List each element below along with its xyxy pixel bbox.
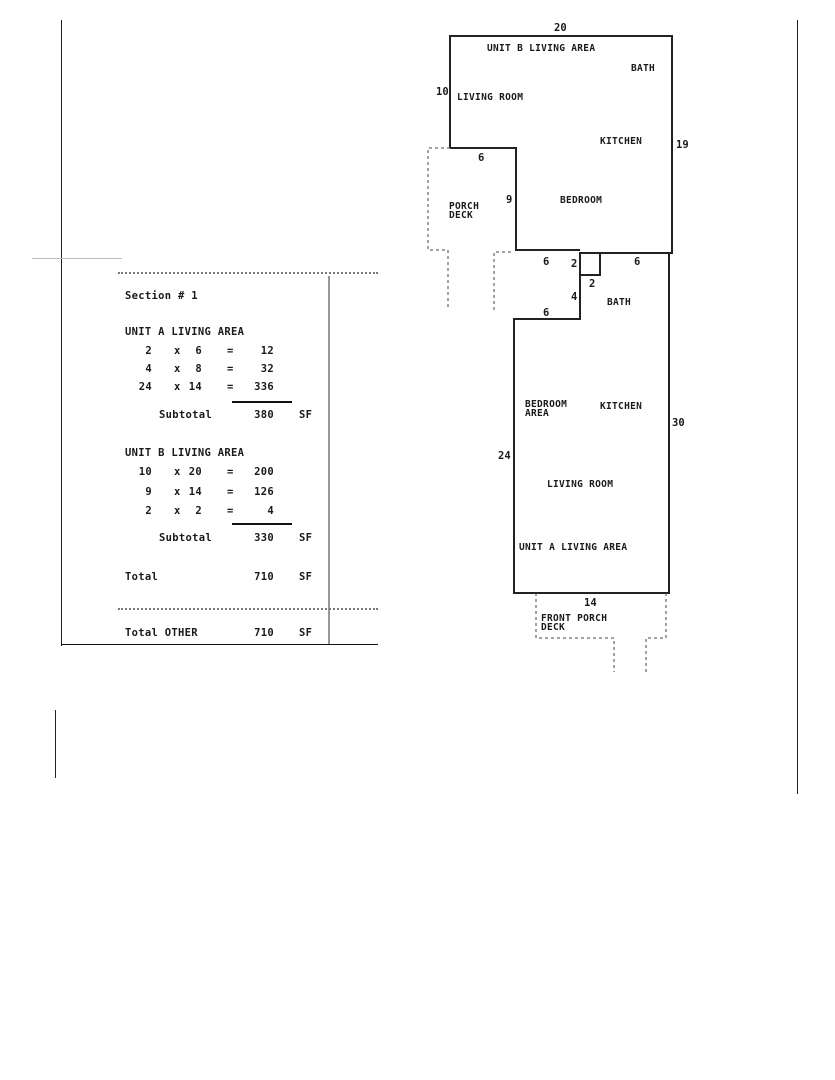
total-unit: SF [299,571,313,583]
row-equals: = [227,381,234,393]
living-room-b-label: LIVING ROOM [457,92,524,103]
bath-b-label: BATH [631,63,656,74]
row-depth: 14 [188,381,202,393]
row-width: 2 [145,345,152,357]
row-equals: = [227,505,234,517]
porch-deck-step [493,251,514,310]
porch-deck-label: PORCH DECK [449,201,480,221]
unit-b-area-label: UNIT B LIVING AREA [487,43,596,54]
living-room-a-label: LIVING ROOM [547,479,614,490]
row-width: 4 [145,363,152,375]
row-depth: 2 [195,505,202,517]
bedroom-b-label: BEDROOM [560,195,603,206]
dimension-right-top: 19 [676,139,689,151]
row-area: 200 [254,466,274,478]
unit-b-subtotal-label: Subtotal [159,532,212,544]
front-porch-deck-label: FRONT PORCH DECK [541,613,608,633]
unit-b-heading: UNIT B LIVING AREA [125,447,245,459]
row-area: 32 [260,363,274,375]
frame-line-mid [32,258,122,259]
dimension-mid-6c: 6 [543,307,550,319]
unit-a-subtotal-value: 380 [254,409,274,421]
dimension-bottom: 14 [584,597,597,609]
row-times: x [174,466,181,478]
front-porch-outline [535,593,615,672]
dimension-mid-6a: 6 [543,256,550,268]
row-times: x [174,486,181,498]
row-times: x [174,345,181,357]
unit-b-subtotal-rule [232,523,292,525]
unit-a-subtotal-label: Subtotal [159,409,212,421]
frame-line-right [797,20,798,794]
dimension-right-bottom: 30 [672,417,685,429]
row-times: x [174,381,181,393]
kitchen-b-label: KITCHEN [600,136,643,147]
dimension-mid-4: 4 [571,291,578,303]
unit-a-subtotal-rule [232,401,292,403]
front-porch-outline-right [645,593,667,672]
unit-b-subtotal-value: 330 [254,532,274,544]
row-width: 24 [138,381,152,393]
total-value: 710 [254,571,274,583]
dimension-mid-2a: 2 [571,258,578,270]
row-depth: 8 [195,363,202,375]
row-times: x [174,363,181,375]
unit-a-area-label: UNIT A LIVING AREA [519,542,628,553]
row-area: 4 [267,505,274,517]
bedroom-area-label: BEDROOM AREA [525,399,568,419]
row-width: 9 [145,486,152,498]
table-total-border [118,608,378,610]
row-area: 126 [254,486,274,498]
porch-deck-outline [427,147,450,310]
table-bottom-border [62,644,378,645]
area-calculation-table: Section # 1 UNIT A LIVING AREA 2 x 6 = 1… [62,258,378,646]
row-area: 12 [260,345,274,357]
unit-b-subtotal-unit: SF [299,532,313,544]
frame-line-left-bottom [55,710,56,778]
frame-line-left-top [61,20,62,646]
unit-a-outline [513,252,670,594]
row-width: 2 [145,505,152,517]
bath-a-label: BATH [607,297,632,308]
unit-a-subtotal-unit: SF [299,409,313,421]
row-depth: 20 [188,466,202,478]
total-label: Total [125,571,159,583]
row-depth: 14 [188,486,202,498]
total-other-value: 710 [254,627,274,639]
dimension-porch-side: 9 [506,194,513,206]
unit-b-inner-wall [450,147,580,251]
section-heading: Section # 1 [125,290,198,302]
dimension-porch-top: 6 [478,152,485,164]
kitchen-a-label: KITCHEN [600,401,643,412]
row-equals: = [227,486,234,498]
unit-a-heading: UNIT A LIVING AREA [125,326,245,338]
table-column-separator [328,276,330,644]
dimension-mid-6b: 6 [634,256,641,268]
row-width: 10 [138,466,152,478]
total-other-label: Total OTHER [125,627,198,639]
dimension-top: 20 [554,22,567,34]
row-equals: = [227,363,234,375]
row-area: 336 [254,381,274,393]
table-top-border [118,272,378,274]
dimension-left-bottom: 24 [498,450,511,462]
row-times: x [174,505,181,517]
dimension-left-top: 10 [436,86,449,98]
dimension-mid-2b: 2 [589,278,596,290]
row-equals: = [227,345,234,357]
row-equals: = [227,466,234,478]
row-depth: 6 [195,345,202,357]
total-other-unit: SF [299,627,313,639]
